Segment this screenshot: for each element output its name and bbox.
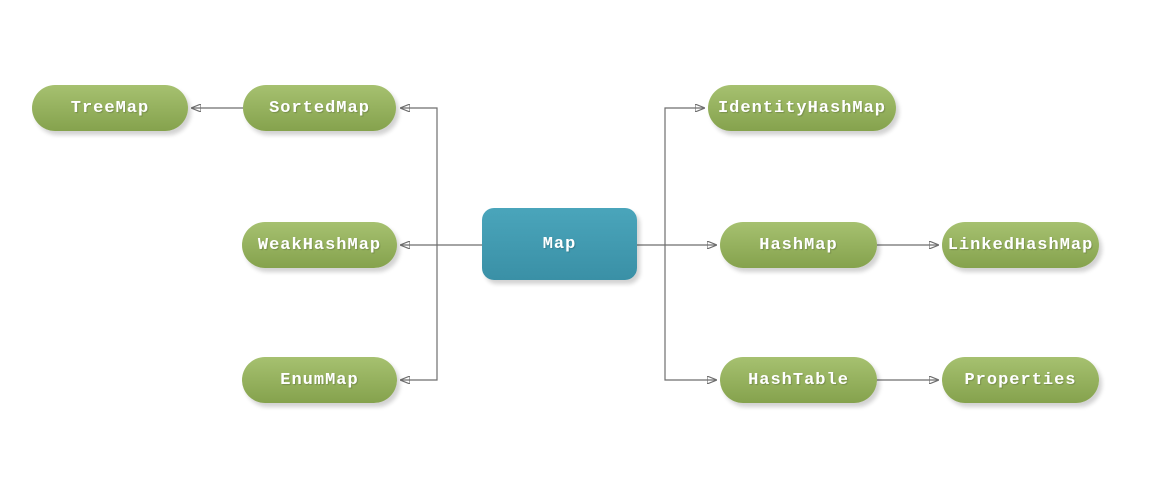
node-map-label: Map: [542, 234, 577, 254]
node-sortedmap-label: SortedMap: [269, 98, 370, 118]
node-weakhashmap-label: WeakHashMap: [257, 235, 382, 255]
node-hashmap-label: HashMap: [759, 235, 838, 255]
node-hashtable[interactable]: HashTable: [720, 357, 877, 403]
node-identityhashmap-label: IdentityHashMap: [717, 98, 887, 118]
edge-map-enummap: [401, 245, 438, 380]
edge-map-hashtable: [664, 245, 716, 380]
edge-map-sortedmap: [401, 108, 438, 245]
node-linkedhashmap-label: LinkedHashMap: [947, 235, 1094, 255]
node-linkedhashmap[interactable]: LinkedHashMap: [942, 222, 1099, 268]
node-identityhashmap[interactable]: IdentityHashMap: [708, 85, 896, 131]
node-hashtable-label: HashTable: [748, 370, 849, 390]
node-enummap-label: EnumMap: [280, 370, 359, 390]
node-properties-label: Properties: [964, 370, 1077, 390]
node-treemap[interactable]: TreeMap: [32, 85, 188, 131]
edge-map-identityhashmap: [664, 108, 704, 245]
node-map[interactable]: Map: [482, 208, 637, 280]
node-hashmap[interactable]: HashMap: [720, 222, 877, 268]
node-enummap[interactable]: EnumMap: [242, 357, 397, 403]
node-properties[interactable]: Properties: [942, 357, 1099, 403]
node-sortedmap[interactable]: SortedMap: [243, 85, 396, 131]
node-treemap-label: TreeMap: [70, 98, 150, 118]
node-weakhashmap[interactable]: WeakHashMap: [242, 222, 397, 268]
